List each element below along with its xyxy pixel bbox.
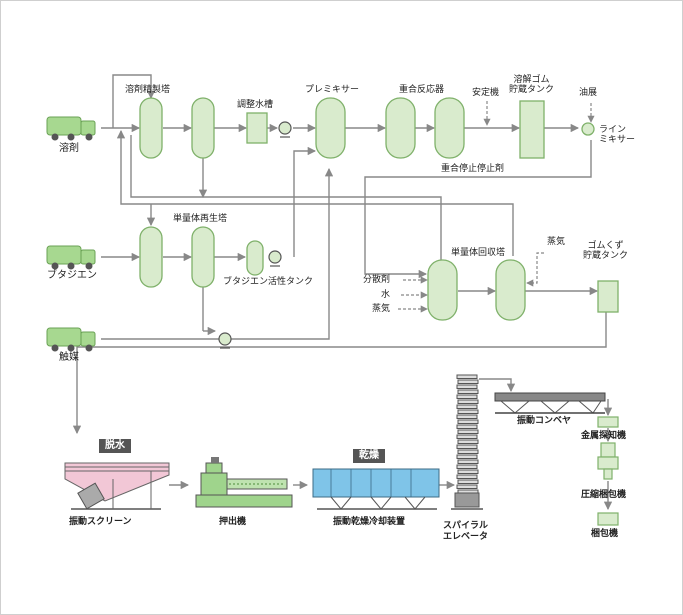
dry-tag: 乾燥 bbox=[353, 449, 385, 463]
catalyst-label: 触媒 bbox=[59, 352, 79, 363]
spiral-elevator-machine bbox=[451, 374, 483, 510]
reactor-vessel-2 bbox=[434, 97, 465, 159]
spiral-rung bbox=[456, 374, 478, 379]
press-base bbox=[603, 468, 613, 480]
spiral-rung bbox=[457, 419, 479, 424]
monomer-recovery-label: 単量体回収塔 bbox=[451, 248, 506, 258]
vib-conveyor-label: 振動コンベヤ bbox=[517, 416, 572, 426]
dashed-feed-lines bbox=[398, 101, 595, 313]
spiral-rung bbox=[456, 404, 478, 409]
steam-label-2: 蒸気 bbox=[372, 304, 391, 314]
spiral-rung bbox=[457, 379, 479, 384]
spiral-rung bbox=[457, 449, 479, 454]
line-mixer-vessel bbox=[581, 122, 595, 136]
spiral-rung bbox=[457, 389, 479, 394]
piping-lines bbox=[72, 74, 613, 511]
regen-column-2 bbox=[191, 226, 215, 288]
monomer-regen-label: 単量体再生塔 bbox=[173, 214, 228, 224]
rubber-tank-label: 溶解ゴム 貯蔵タンク bbox=[509, 75, 555, 96]
spiral-rung bbox=[457, 399, 479, 404]
packer-box bbox=[597, 512, 619, 526]
stabilizer-label: 安定機 bbox=[472, 88, 500, 98]
premixer-vessel bbox=[315, 97, 346, 159]
spiral-rung bbox=[457, 479, 479, 484]
pumps bbox=[218, 121, 292, 349]
premixer-label: プレミキサー bbox=[305, 85, 360, 95]
crumb-tank-label: ゴムくず 貯蔵タンク bbox=[583, 241, 629, 262]
stop-agent-label: 重合停止停止剤 bbox=[441, 164, 505, 174]
extruder-machine bbox=[195, 457, 293, 508]
spiral-rung bbox=[456, 444, 478, 449]
spiral-rung bbox=[456, 384, 478, 389]
line-mixer-label: ライン ミキサー bbox=[599, 125, 636, 146]
spiral-rung bbox=[456, 434, 478, 439]
metal-detector-box bbox=[597, 416, 619, 428]
spiral-rung bbox=[457, 439, 479, 444]
spiral-rung bbox=[456, 394, 478, 399]
reactor-vessel-1 bbox=[385, 97, 416, 159]
adjust-tank-vessel bbox=[246, 112, 268, 144]
metal-detect-label: 金属探知機 bbox=[581, 431, 627, 441]
solvent-column-1 bbox=[139, 97, 163, 159]
solvent-column-2 bbox=[191, 97, 215, 159]
spiral-rung bbox=[456, 474, 478, 479]
vibrating-conveyor-machine bbox=[494, 392, 606, 414]
press-mid bbox=[597, 456, 619, 470]
dryer-machine bbox=[312, 468, 440, 510]
adjust-tank-label: 調整水槽 bbox=[237, 100, 274, 110]
spiral-rung bbox=[456, 424, 478, 429]
reactor-label: 重合反応器 bbox=[399, 85, 445, 95]
packing-equipment bbox=[597, 416, 619, 526]
vessels bbox=[139, 97, 619, 321]
spiral-rung bbox=[457, 409, 479, 414]
regen-column-1 bbox=[139, 226, 163, 288]
crumb-tank-vessel bbox=[597, 280, 619, 313]
spiral-rung bbox=[457, 459, 479, 464]
dryer-label: 振動乾燥冷却装置 bbox=[333, 517, 406, 527]
vibrating-screen-machine bbox=[64, 462, 170, 510]
oil-extend-label: 油展 bbox=[579, 88, 598, 98]
spiral-rung bbox=[457, 429, 479, 434]
extruder-label: 押出機 bbox=[219, 517, 247, 527]
catalyst-truck bbox=[46, 327, 96, 352]
water-label: 水 bbox=[381, 290, 391, 300]
steam-label-1: 蒸気 bbox=[547, 237, 566, 247]
recovery-column-2 bbox=[495, 259, 526, 321]
spiral-rung bbox=[456, 414, 478, 419]
spiral-rung bbox=[456, 454, 478, 459]
spiral-rung bbox=[457, 469, 479, 474]
solvent-truck bbox=[46, 116, 96, 141]
press-pack-label: 圧縮梱包機 bbox=[581, 490, 627, 500]
recovery-column-1 bbox=[427, 259, 458, 321]
vib-screen-label: 振動スクリーン bbox=[69, 517, 132, 527]
spiral-rung bbox=[456, 484, 478, 489]
butadiene-tank-vessel bbox=[246, 240, 264, 276]
dewater-tag: 脱水 bbox=[99, 439, 131, 453]
solvent-label: 溶剤 bbox=[59, 143, 79, 154]
butadiene-label: ブタジエン bbox=[47, 270, 97, 281]
packer-label: 梱包機 bbox=[591, 529, 619, 539]
spiral-rung bbox=[456, 464, 478, 469]
dispersant-label: 分散剤 bbox=[363, 275, 391, 285]
press-top bbox=[600, 442, 616, 458]
rubber-tank-vessel bbox=[519, 100, 545, 159]
butadiene-truck bbox=[46, 245, 96, 270]
solvent-purify-label: 溶剤精製塔 bbox=[125, 85, 171, 95]
butadiene-tank-label: ブタジエン活性タンク bbox=[223, 277, 314, 287]
spiral-label: スパイラル エレベータ bbox=[443, 521, 489, 542]
